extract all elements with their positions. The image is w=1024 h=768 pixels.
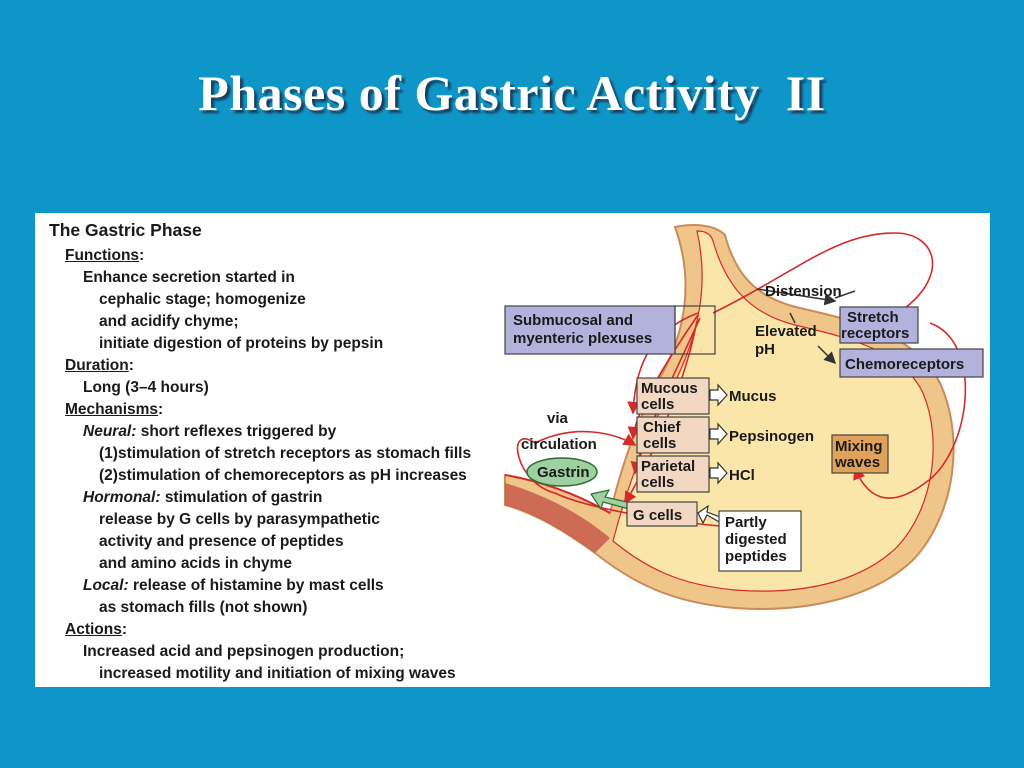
hormonal-line-2: activity and presence of peptides [99,533,344,550]
peptides-label-2: digested [725,531,787,548]
mucus-label: Mucus [729,388,777,405]
functions-label: Functions [65,247,140,264]
hormonal-line: Hormonal: stimulation of gastrin [83,489,322,507]
hormonal-line-1: release by G cells by parasympathetic [99,511,380,528]
stretch-label-2: receptors [841,325,909,342]
local-text: release of histamine by mast cells [132,577,384,594]
mixing-waves-box [831,434,889,474]
duration-label: Duration [65,357,129,374]
chief-label-2: cells [643,435,676,452]
neural-line-2: (2)stimulation of chemoreceptors as pH i… [99,467,467,484]
hcl-arrow-icon [709,461,728,485]
actions-heading: Actions: [65,621,128,638]
hcl-label: HCl [729,467,755,484]
mucus-arrow-icon [709,383,728,407]
stretch-receptors-box [839,306,919,344]
parietal-label-2: cells [641,474,674,491]
pepsinogen-arrow-icon [709,422,728,446]
mixing-label-2: waves [834,454,880,471]
functions-line-3: and acidify chyme; [99,313,239,330]
slide-title: Phases of Gastric Activity II [198,65,826,121]
plexuses-box [504,305,676,355]
chief-cells-box [636,416,710,454]
stretch-label-1: Stretch [847,309,899,326]
gastric-phase-heading: The Gastric Phase [49,220,202,240]
functions-line-2: cephalic stage; homogenize [99,291,306,308]
gastrin-label: Gastrin [537,464,590,481]
hormonal-label: Hormonal: [83,489,161,506]
mechanisms-label: Mechanisms [65,401,159,418]
local-line-1: as stomach fills (not shown) [99,599,308,616]
functions-line-1: Enhance secretion started in [83,269,295,286]
neural-line-1: (1)stimulation of stretch receptors as s… [99,445,472,462]
mucous-label-1: Mucous [641,380,698,397]
neural-text: short reflexes triggered by [140,423,337,440]
chemoreceptors-label: Chemoreceptors [845,356,964,373]
local-line: Local: release of histamine by mast cell… [83,577,384,595]
duration-heading: Duration: [65,357,134,374]
peptides-label-1: Partly [725,514,767,531]
neural-label: Neural: [83,423,137,440]
chemoreceptors-box [839,348,984,378]
actions-line-1: Increased acid and pepsinogen production… [83,643,405,660]
pepsinogen-label: Pepsinogen [729,428,814,445]
mucous-cells-box [636,377,710,415]
mixing-label-1: Mixing [835,438,883,455]
neural-line: Neural: short reflexes triggered by [83,423,336,441]
distension-label: Distension [765,283,842,300]
peptides-box [718,510,802,572]
plexuses-label-1: Submucosal and [513,312,633,329]
gastrin-oval [526,457,598,487]
gastrin-arrow-icon [590,489,632,511]
signal-arrows [756,288,856,365]
hormonal-line-3: and amino acids in chyme [99,555,292,572]
ph-label: pH [755,341,775,358]
local-label: Local: [83,577,129,594]
stomach-diagram: Submucosal and myenteric plexuses Disten… [504,224,984,610]
circulation-label: circulation [521,436,597,453]
functions-line-4: initiate digestion of proteins by pepsin [99,335,384,352]
functions-heading: Functions: [65,247,145,264]
plexuses-label-2: myenteric plexuses [513,330,652,347]
chief-label-1: Chief [643,419,682,436]
hormonal-text: stimulation of gastrin [164,489,323,506]
pyloric-muscle [505,483,610,553]
parietal-cells-box [636,455,710,493]
parietal-label-1: Parietal [641,458,695,475]
figure-panel: The Gastric Phase Functions: Enhance sec… [35,213,990,687]
duration-value: Long (3–4 hours) [83,379,209,396]
mechanisms-heading: Mechanisms: [65,401,164,418]
actions-line-2: increased motility and initiation of mix… [99,665,456,682]
g-cells-label: G cells [633,507,682,524]
elevated-label: Elevated [755,323,817,340]
g-cells-box [626,501,698,527]
peptides-label-3: peptides [725,548,787,565]
via-label: via [547,410,569,427]
mucous-label-2: cells [641,396,674,413]
actions-label: Actions [65,621,122,638]
